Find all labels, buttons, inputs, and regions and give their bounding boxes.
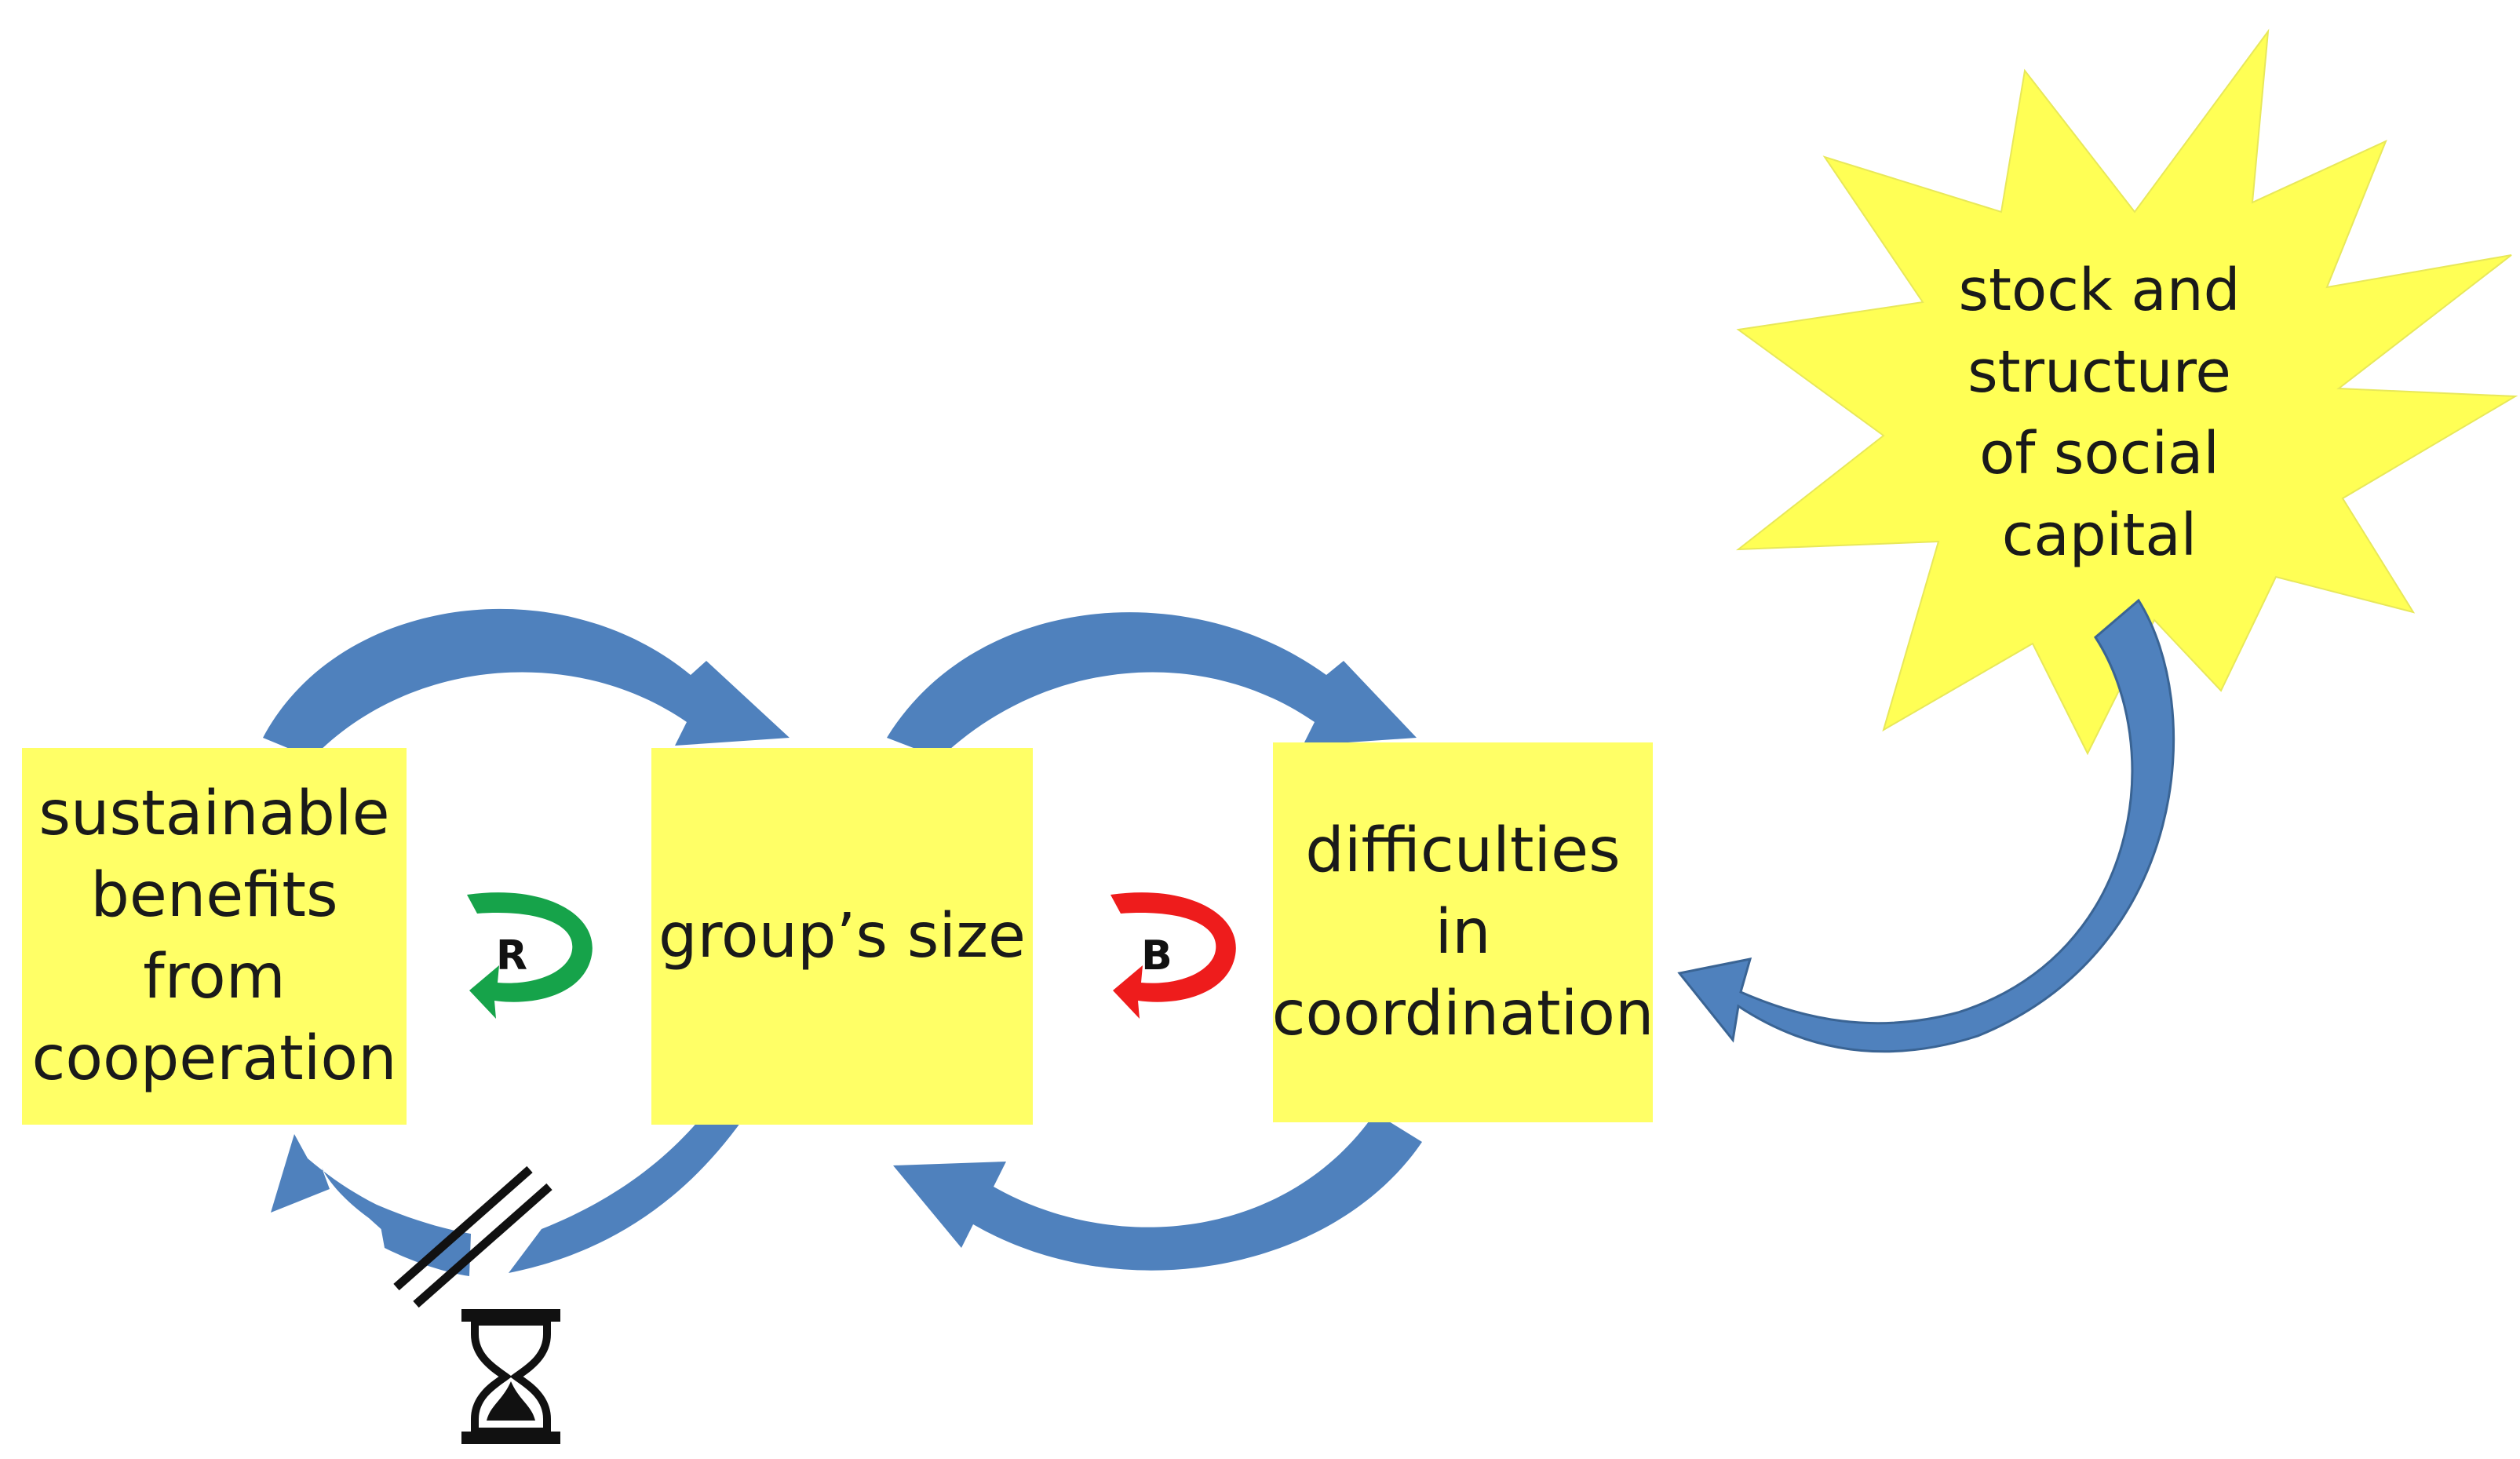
- sustainable-benefits-label: sustainable benefits from cooperation: [31, 779, 397, 1094]
- hourglass-icon: [461, 1309, 560, 1444]
- social-capital-starburst: [1735, 28, 2518, 756]
- group-size-label: group’s size: [658, 901, 1026, 972]
- social-capital-label: stock and structure of social capital: [1958, 257, 2241, 569]
- balancing-loop-letter: B: [1141, 932, 1172, 979]
- reinforcing-loop-symbol: R: [467, 892, 593, 1019]
- reinforcing-loop-letter: R: [496, 932, 527, 979]
- difficulties-box: difficulties in coordination: [1271, 742, 1654, 1122]
- delay-mark-line-2: [413, 1183, 553, 1308]
- sustainable-benefits-box: sustainable benefits from cooperation: [22, 748, 407, 1125]
- delay-mark-line-1: [393, 1165, 533, 1291]
- social-capital-to-difficulties-arrow: [1677, 598, 2175, 1053]
- top-arrow-group-to-difficulties: [887, 612, 1417, 758]
- difficulties-label: difficulties in coordination: [1271, 815, 1654, 1049]
- bottom-arrow-difficulties-to-group: [893, 1113, 1422, 1271]
- balancing-loop-symbol: B: [1110, 892, 1236, 1019]
- group-size-box: group’s size: [651, 748, 1033, 1125]
- bottom-arrow-group-to-benefits-join: [377, 1205, 471, 1276]
- top-arrow-benefits-to-group: [263, 608, 790, 758]
